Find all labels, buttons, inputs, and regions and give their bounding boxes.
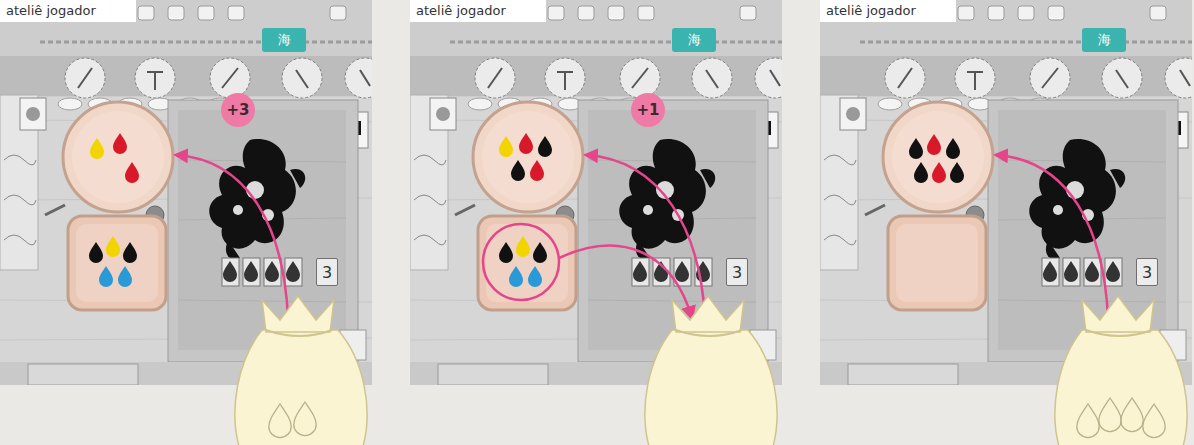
final-step (996, 155, 1187, 445)
drop-outline (1143, 404, 1165, 438)
black-drop (533, 242, 547, 263)
yellow-drop (106, 236, 120, 257)
yellow-drop (516, 236, 530, 257)
red-drop (519, 133, 533, 154)
panel-title: ateliê jogador (820, 0, 956, 22)
number-tile: 3 (1136, 258, 1158, 286)
draw-arrow (176, 155, 288, 318)
draw-step (176, 155, 367, 445)
panel-title: ateliê jogador (0, 0, 136, 22)
sea-tag: 海 (1082, 28, 1126, 52)
yellow-drop (499, 136, 513, 157)
player-board (0, 0, 385, 385)
tile-number: 3 (732, 263, 742, 282)
number-tile: 3 (726, 258, 748, 286)
red-drop (125, 162, 139, 183)
player-board (410, 0, 795, 385)
tile-number: 3 (1142, 263, 1152, 282)
ink-drops (89, 133, 139, 287)
blue-drop (528, 266, 542, 287)
black-drop (499, 242, 513, 263)
count-number: +3 (226, 101, 249, 119)
red-drop (530, 160, 544, 181)
drop-outline (1099, 398, 1121, 432)
sea-tag: 海 (672, 28, 716, 52)
black-drop (946, 138, 960, 159)
ink-bag (235, 296, 367, 445)
kanji-label: 海 (278, 31, 291, 49)
draw-arrow (586, 155, 705, 318)
ink-bag (645, 296, 777, 445)
black-drop (909, 138, 923, 159)
blue-drop (99, 266, 113, 287)
player-workshop: ateliê jogador 海 +1 3 (410, 0, 782, 385)
return-step (483, 155, 777, 445)
player-workshop: ateliê jogador 海 3 (820, 0, 1192, 385)
drop-outline (1077, 404, 1099, 438)
draw-arrow (996, 155, 1108, 318)
highlight-circle (483, 224, 559, 300)
number-tile: 3 (316, 258, 338, 286)
drop-outline (269, 404, 291, 438)
count-number: +1 (636, 101, 659, 119)
drop-outline (1121, 398, 1143, 432)
kanji-label: 海 (1098, 31, 1111, 49)
black-drop (89, 242, 103, 263)
ink-drops (499, 133, 552, 287)
kanji-label: 海 (688, 31, 701, 49)
return-arrow (559, 246, 692, 318)
tile-number: 3 (322, 263, 332, 282)
player-board (820, 0, 1194, 385)
red-drop (932, 162, 946, 183)
black-drop (123, 242, 137, 263)
black-drop (538, 136, 552, 157)
blue-drop (509, 266, 523, 287)
black-drop (511, 160, 525, 181)
ink-drops (909, 134, 964, 183)
ink-bag (1055, 296, 1187, 445)
sea-tag: 海 (262, 28, 306, 52)
red-drop (113, 133, 127, 154)
player-workshop: ateliê jogador 海 +3 3 (0, 0, 372, 385)
drop-outline (294, 402, 316, 436)
red-drop (927, 134, 941, 155)
black-drop (914, 162, 928, 183)
yellow-drop (90, 138, 104, 159)
blue-drop (118, 266, 132, 287)
count-badge: +3 (221, 93, 255, 127)
count-badge: +1 (631, 93, 665, 127)
panel-title: ateliê jogador (410, 0, 546, 22)
black-drop (950, 162, 964, 183)
